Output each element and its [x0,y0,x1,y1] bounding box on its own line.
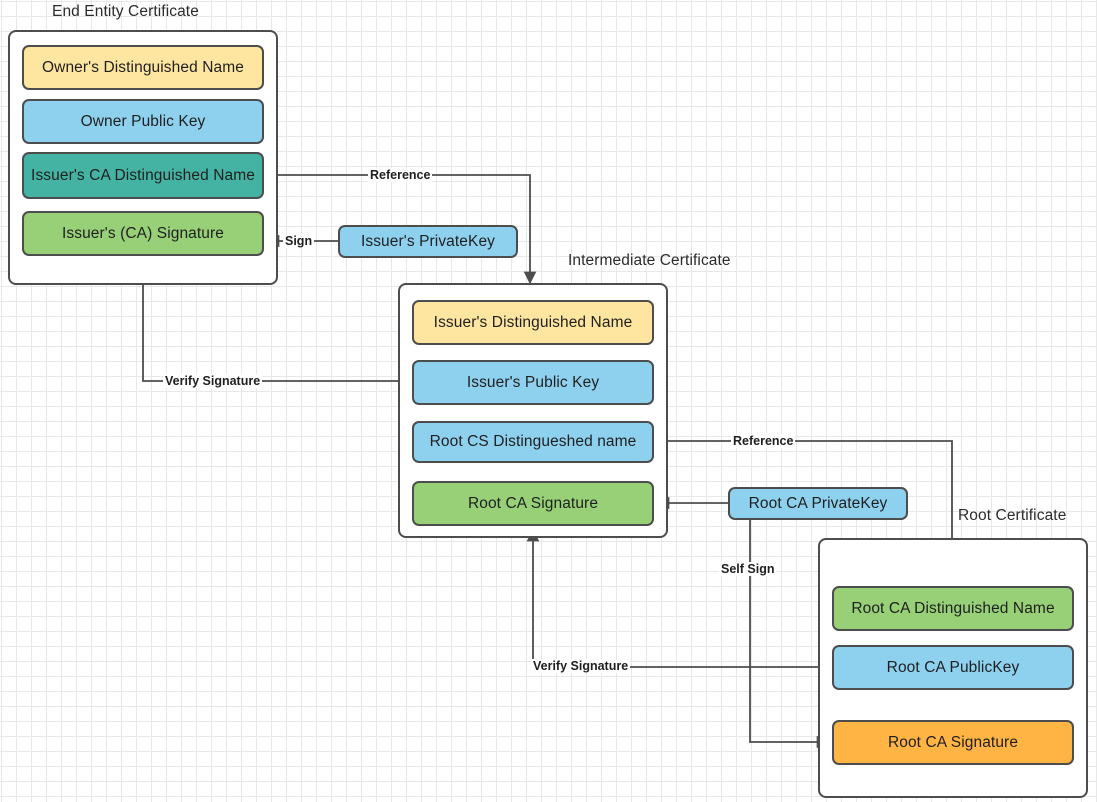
field-issuer-ca-signature[interactable]: Issuer's (CA) Signature [22,211,264,256]
field-root-ca-distinguished-name[interactable]: Root CA Distinguished Name [832,586,1074,631]
edge-label-root-self-sign: Self Sign [719,562,777,576]
field-issuers-distinguished-name[interactable]: Issuer's Distinguished Name [412,300,654,345]
field-intermediate-root-ca-signature[interactable]: Root CA Signature [412,481,654,526]
edge-int-verify-signature [526,528,832,668]
edge-label-int-reference: Reference [731,434,796,448]
cert-title-intermediate: Intermediate Certificate [568,252,731,269]
field-owner-public-key[interactable]: Owner Public Key [22,99,264,144]
cert-title-root: Root Certificate [958,507,1067,524]
edge-label-int-verify-signature: Verify Signature [531,659,631,673]
cert-title-end-entity: End Entity Certificate [52,3,199,20]
field-root-ca-publickey[interactable]: Root CA PublicKey [832,645,1074,690]
edge-label-ee-reference: Reference [368,168,433,182]
field-root-cs-distingueshed-name[interactable]: Root CS Distingueshed name [412,421,654,463]
field-issuer-ca-distinguished-name[interactable]: Issuer's CA Distinguished Name [22,152,264,199]
edge-label-ee-verify-signature: Verify Signature [163,374,263,388]
key-root-ca-privatekey[interactable]: Root CA PrivateKey [728,487,908,520]
edge-label-ee-sign: Sign [283,234,315,248]
field-owner-distinguished-name[interactable]: Owner's Distinguished Name [22,45,264,90]
field-root-ca-signature[interactable]: Root CA Signature [832,720,1074,765]
key-issuers-privatekey[interactable]: Issuer's PrivateKey [338,225,518,258]
edge-root-self-sign [749,520,830,749]
field-issuers-public-key[interactable]: Issuer's Public Key [412,360,654,405]
